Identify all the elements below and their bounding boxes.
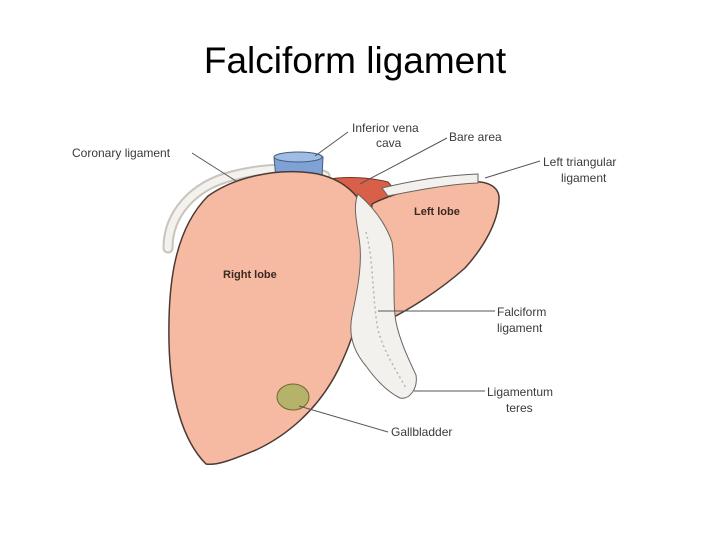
left-triangular-ligament-label-line2: ligament [561,171,607,185]
leader-gallbladder [299,406,388,432]
left-lobe-label: Left lobe [414,206,460,218]
right-lobe-shape [169,172,368,465]
gallbladder-label: Gallbladder [391,425,452,439]
ligamentum-teres-label-line1: Ligamentum [487,385,553,399]
inferior-vena-cava-label-line1: Inferior vena [352,121,419,135]
leader-bare-area [360,138,447,184]
inferior-vena-cava-top [274,152,322,162]
inferior-vena-cava-label-line2: cava [376,136,402,150]
leader-left-triangular [485,161,540,178]
falciform-ligament-label-line1: Falciform [497,305,546,319]
bare-area-label: Bare area [449,130,502,144]
left-triangular-ligament-label-line1: Left triangular [543,155,616,169]
falciform-ligament-label-line2: ligament [497,321,543,335]
leader-inferior-vena-cava [315,132,348,156]
ligamentum-teres-label-line2: teres [506,401,533,415]
right-lobe-label: Right lobe [223,269,277,281]
coronary-ligament-label: Coronary ligament [72,146,171,160]
gallbladder-shape [277,384,309,410]
